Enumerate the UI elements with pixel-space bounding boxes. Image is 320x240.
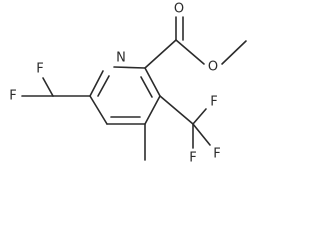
trifluoromethyl-group — [159, 95, 211, 149]
pyridine-ring — [89, 66, 161, 125]
bond-c5-c6 — [89, 95, 108, 125]
bond-c3-c4 — [144, 95, 161, 125]
double-bond-c2-c3-inner — [140, 76, 153, 98]
methyl-ester-group — [144, 16, 247, 69]
bond-cf3-f-top — [192, 108, 207, 125]
difluoromethyl-group — [21, 77, 91, 97]
ester-carbonyl-oxygen-label: O — [174, 2, 184, 17]
double-bond-c6-n1-inner — [97, 75, 110, 97]
bond-cf3-f-right — [192, 123, 211, 146]
bond-carbonyl-ether-o — [175, 39, 205, 65]
bond-c3-cf3 — [159, 95, 194, 125]
bond-chf2-f-top — [42, 77, 54, 97]
bond-ether-o-methyl — [221, 40, 247, 65]
trifluoromethyl-fluorine-right-label: F — [213, 147, 220, 162]
bond-c2-c3 — [144, 67, 161, 97]
atom-labels: N F F O O F F F — [9, 2, 220, 166]
trifluoromethyl-fluorine-top-label: F — [210, 95, 217, 110]
difluoromethyl-fluorine-left-label: F — [9, 89, 16, 104]
bond-n1-c2 — [113, 66, 146, 69]
ring-nitrogen-label: N — [116, 51, 126, 66]
trifluoromethyl-fluorine-bottom-label: F — [189, 151, 196, 166]
difluoromethyl-fluorine-top-label: F — [36, 62, 43, 77]
ester-ether-oxygen-label: O — [208, 60, 218, 75]
chemical-structure-diagram: N F F O O F F F — [9, 2, 247, 166]
bond-c2-carbonyl — [144, 39, 177, 69]
bond-c6-n1 — [89, 70, 104, 97]
